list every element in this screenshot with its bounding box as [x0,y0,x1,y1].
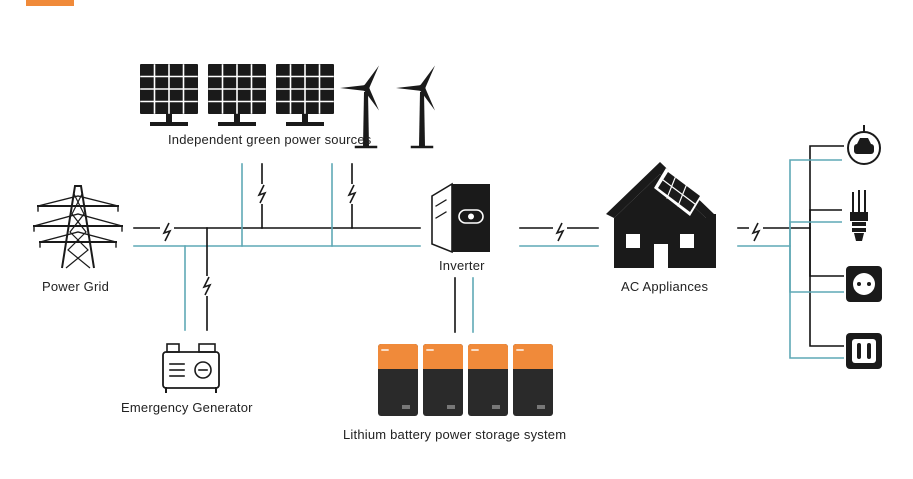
battery-module-icon [423,344,463,416]
solar-panel-icon [276,64,334,126]
solar-panel-icon [140,64,198,126]
battery-system-label: Lithium battery power storage system [343,427,567,442]
ac-appliances-label: AC Appliances [621,279,709,294]
icon-layer [33,64,882,416]
battery-module-icon [468,344,508,416]
lightning-bolt-icon [200,276,214,296]
green-sources-label: Independent green power sources [168,132,372,147]
power-pylon-icon [33,185,123,269]
round-socket-icon [846,266,882,302]
wind-turbine-icon [340,65,379,149]
solar-panel-icon [208,64,266,126]
ev-car-icon [847,125,881,165]
wind-turbine-icon [396,65,435,149]
emergency-generator-label: Emergency Generator [121,400,253,415]
inverter-icon [431,182,490,254]
battery-module-icon [513,344,553,416]
accent-tab [26,0,74,6]
inverter-label: Inverter [439,258,485,273]
generator-icon [162,343,220,393]
battery-module-icon [378,344,418,416]
power-grid-label: Power Grid [42,279,110,294]
lightning-bolt-icon [160,222,174,242]
lightning-bolt-icon [749,222,763,242]
lightning-bolt-icon [553,222,567,242]
solar-house-icon [606,162,716,268]
light-bulb-icon [850,190,868,241]
lightning-bolt-icon [345,184,359,204]
two-pin-socket-icon [846,333,882,369]
lightning-bolt-icon [255,184,269,204]
